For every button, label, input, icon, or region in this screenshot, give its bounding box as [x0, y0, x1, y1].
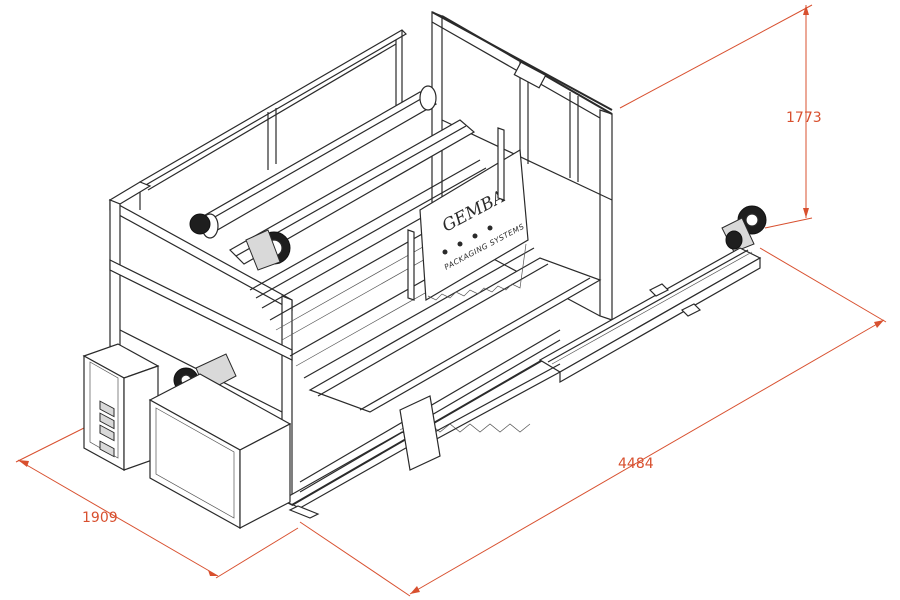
width-arrow-left: [18, 460, 29, 467]
width-dimension-line: [17, 459, 219, 577]
cabinet2-side: [239, 423, 291, 529]
height-arrow-bottom: [803, 208, 809, 218]
height-arrow-top: [803, 5, 809, 15]
length-arrow-right: [874, 320, 884, 328]
length-extension-right: [759, 247, 887, 323]
width-arrow-right: [208, 570, 218, 576]
width-extension-right: [215, 527, 299, 579]
roller-assembly: [199, 85, 602, 433]
width-dimension-value: 1909: [82, 510, 118, 526]
height-extension-top: [619, 4, 813, 109]
front-frame: [108, 181, 561, 519]
dimension-lines: [15, 4, 887, 597]
height-extension-bottom: [764, 217, 813, 229]
width-extension-left: [15, 427, 85, 463]
length-extension-left: [299, 521, 411, 597]
plate-holes: [442, 225, 493, 255]
cabinet-buttons: [99, 400, 115, 458]
outfeed-conveyor: [399, 247, 762, 471]
back-frame: [139, 11, 613, 321]
height-dimension-value: 1773: [786, 110, 822, 126]
length-dimension-value: 4484: [618, 456, 654, 472]
length-dimension-line: [409, 319, 885, 595]
motors: [173, 205, 767, 393]
control-cabinet: [82, 343, 292, 530]
length-arrow-left: [410, 586, 420, 594]
